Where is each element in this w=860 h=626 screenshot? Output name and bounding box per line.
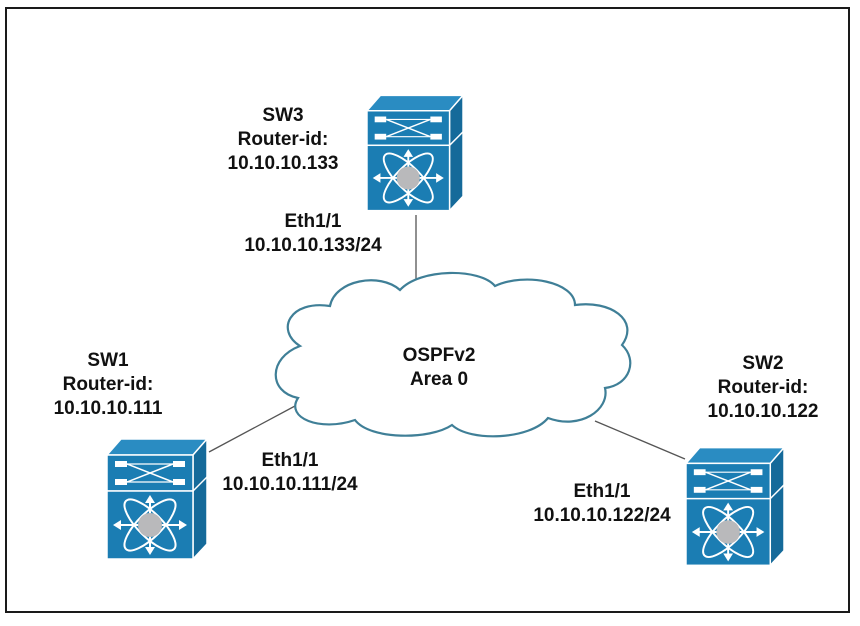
sw3-interface: Eth1/1 [284,211,342,232]
sw1-name: SW1 [87,350,129,371]
sw3-name: SW3 [262,105,304,126]
sw3-info: SW3 Router-id: 10.10.10.133 [215,104,351,176]
sw1-router-id-label: Router-id: [62,374,154,395]
sw1-info: SW1 Router-id: 10.10.10.111 [40,349,176,421]
sw1-switch-icon[interactable] [107,437,207,561]
sw2-router-id: 10.10.10.122 [707,401,819,422]
sw1-interface-info: Eth1/1 10.10.10.111/24 [205,449,375,497]
link-sw1-cloud [208,405,296,453]
ospf-area: Area 0 [409,369,469,390]
sw3-router-id: 10.10.10.133 [227,153,339,174]
sw2-info: SW2 Router-id: 10.10.10.122 [695,352,831,424]
sw3-router-id-label: Router-id: [237,129,329,150]
link-sw2-cloud [594,420,686,460]
sw3-interface-ip: 10.10.10.133/24 [244,235,382,256]
sw2-interface: Eth1/1 [573,481,631,502]
sw3-interface-info: Eth1/1 10.10.10.133/24 [228,210,398,258]
sw1-router-id: 10.10.10.111 [53,398,163,419]
sw3-switch-icon[interactable] [367,94,463,212]
cloud-label: OSPFv2 Area 0 [384,344,494,392]
sw1-interface: Eth1/1 [261,450,319,471]
sw2-interface-info: Eth1/1 10.10.10.122/24 [517,480,687,528]
ospf-area-cloud [274,271,632,438]
sw2-interface-ip: 10.10.10.122/24 [533,505,671,526]
sw2-router-id-label: Router-id: [717,377,809,398]
sw2-name: SW2 [742,353,784,374]
ospf-version: OSPFv2 [402,345,476,366]
sw2-switch-icon[interactable] [686,446,784,567]
sw1-interface-ip: 10.10.10.111/24 [222,474,358,495]
